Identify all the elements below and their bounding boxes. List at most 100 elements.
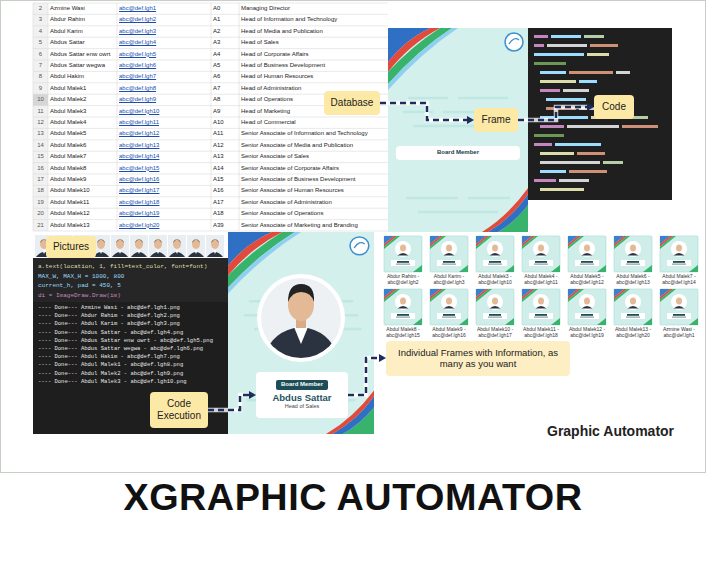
row-number: 18 (33, 185, 48, 196)
row-number: 4 (33, 26, 48, 37)
callout-box: Frame (474, 108, 518, 132)
code-cell: A14 (213, 163, 224, 174)
connector-halo (380, 103, 468, 120)
code-cell: A4 (213, 49, 220, 60)
email-cell: abc@def.lgh15 (119, 163, 159, 174)
flow-connector (380, 103, 474, 124)
console-output-line: ---- Done--- Abdul Hakim - abc@def.lgh7.… (38, 353, 180, 361)
frame-caption: Abdul Malek7 - abc@def.lgh14 (656, 273, 702, 285)
code-cell: A7 (213, 83, 220, 94)
name-cell: Abdul Malek1 (50, 83, 86, 94)
name-cell: Abdus Sattar enw owrt (50, 49, 110, 60)
code-cell: A3 (213, 37, 220, 48)
frame-caption: Abdul Malek6 - abc@def.lgh13 (610, 273, 656, 285)
row-number: 20 (33, 208, 48, 219)
code-cell: A11 (213, 128, 223, 139)
dashed-connector (380, 103, 468, 120)
brand-label: Graphic Automator (547, 423, 674, 439)
email-cell: abc@def.lgh16 (119, 174, 159, 185)
email-cell: abc@def.lgh1 (119, 3, 156, 14)
position-cell: Senior Associate of Business Development (241, 174, 355, 185)
frame-caption: Abdul Malek12 - abc@def.lgh19 (564, 326, 610, 338)
row-number: 21 (33, 220, 48, 231)
code-cell: A39 (213, 220, 224, 231)
frame-caption: Abdul Malek11 - abc@def.lgh18 (518, 326, 564, 338)
dashed-connector (208, 395, 250, 410)
console-output-line: ---- Done--- Abdul Karim - abc@def.lgh3.… (38, 320, 180, 328)
email-cell: abc@def.lgh11 (119, 117, 159, 128)
row-number: 11 (33, 106, 48, 117)
callout-box: Code Execution (150, 392, 208, 428)
connector-halo (348, 358, 380, 395)
email-cell: abc@def.lgh6 (119, 60, 156, 71)
row-number: 13 (33, 128, 48, 139)
position-cell: Head of Operations (241, 94, 293, 105)
arrow-head (587, 103, 594, 111)
position-cell: Senior Associate of Corporate Affairs (241, 163, 339, 174)
name-cell: Abdul Malek9 (50, 174, 86, 185)
name-cell: Abdur Rahim (50, 14, 85, 25)
position-cell: Head of Corporate Affairs (241, 49, 309, 60)
console-output-line: ---- Done--- Abdul Malek3 - abc@def.lgh1… (38, 378, 187, 386)
member-card-band: Board MemberAbdus SattarHead of Sales (256, 372, 348, 418)
email-cell: abc@def.lgh5 (119, 49, 156, 60)
code-cell: A15 (213, 174, 224, 185)
row-number: 6 (33, 49, 48, 60)
row-number: 16 (33, 163, 48, 174)
frame-caption: Abdul Malek4 - abc@def.lgh11 (518, 273, 564, 285)
position-cell: Head of Human Resources (241, 71, 313, 82)
flow-connector (348, 354, 386, 395)
position-cell: Head of Sales (241, 37, 279, 48)
email-cell: abc@def.lgh10 (119, 106, 159, 117)
email-cell: abc@def.lgh4 (119, 37, 156, 48)
callout-box: Individual Frames with Information, as m… (386, 341, 570, 376)
console-output-line: ---- Done--- Azmine Wasi - abc@def.lgh1.… (38, 304, 180, 312)
email-cell: abc@def.lgh14 (119, 151, 159, 162)
name-cell: Abdul Malek7 (50, 151, 86, 162)
node-text: Abdus Sattar (272, 392, 331, 403)
position-cell: Senior Associate of Operations (241, 208, 323, 219)
row-number: 12 (33, 117, 48, 128)
code-cell: A1 (213, 14, 220, 25)
code-line: current_h, pad = 450, 5 (38, 282, 121, 290)
console-output-line: ---- Done--- Abdul Malek1 - abc@def.lgh8… (38, 361, 183, 369)
console-output-line: ---- Done--- Abdus Sattar wegwa - abc@de… (38, 345, 203, 353)
position-cell: Senior Associate of Human Resources (241, 185, 344, 196)
code-cell: A9 (213, 106, 220, 117)
console-output-line: ---- Done--- Abdus Sattar - abc@def.lgh4… (38, 329, 183, 337)
position-cell: Senior Associate of Marketing and Brandi… (241, 220, 358, 231)
frame-caption: Abdur Rahim - abc@def.lgh2 (380, 273, 426, 285)
row-number: 9 (33, 83, 48, 94)
frame-caption: Abdul Malek13 - abc@def.lgh20 (610, 326, 656, 338)
frame-caption: Azmine Wasi - abc@def.lgh1 (656, 326, 702, 338)
name-cell: Abdul Malek13 (50, 220, 90, 231)
frame-caption: Abdul Karim - abc@def.lgh3 (426, 273, 472, 285)
name-cell: Abdul Malek12 (50, 208, 90, 219)
name-cell: Azmine Wasi (50, 3, 85, 14)
position-cell: Senior Associate of Information and Tech… (241, 128, 368, 139)
name-cell: Abdul Malek8 (50, 163, 86, 174)
position-cell: Head of Commercial (241, 117, 296, 128)
connector-halo (208, 395, 250, 410)
code-cell: A2 (213, 26, 220, 37)
email-cell: abc@def.lgh7 (119, 71, 156, 82)
node-heading: Code Execution (155, 398, 203, 422)
code-cell: A17 (213, 197, 224, 208)
position-cell: Head of Marketing (241, 106, 290, 117)
code-cell: A10 (213, 117, 224, 128)
row-number: 3 (33, 14, 48, 25)
node-heading: Board Member (276, 380, 328, 389)
row-number: 19 (33, 197, 48, 208)
flow-connector (518, 103, 594, 120)
email-cell: abc@def.lgh17 (119, 185, 159, 196)
code-cell: A12 (213, 140, 224, 151)
dashed-connector (518, 107, 588, 120)
row-number: 8 (33, 71, 48, 82)
email-cell: abc@def.lgh3 (119, 26, 156, 37)
name-cell: Abdul Malek10 (50, 185, 90, 196)
console-output-line: ---- Done--- Abdul Malek2 - abc@def.lgh9… (38, 370, 183, 378)
email-cell: abc@def.lgh20 (119, 220, 159, 231)
node-heading: Frame (482, 114, 511, 126)
name-cell: Abdul Malek3 (50, 106, 86, 117)
node-heading: Pictures (53, 241, 89, 253)
